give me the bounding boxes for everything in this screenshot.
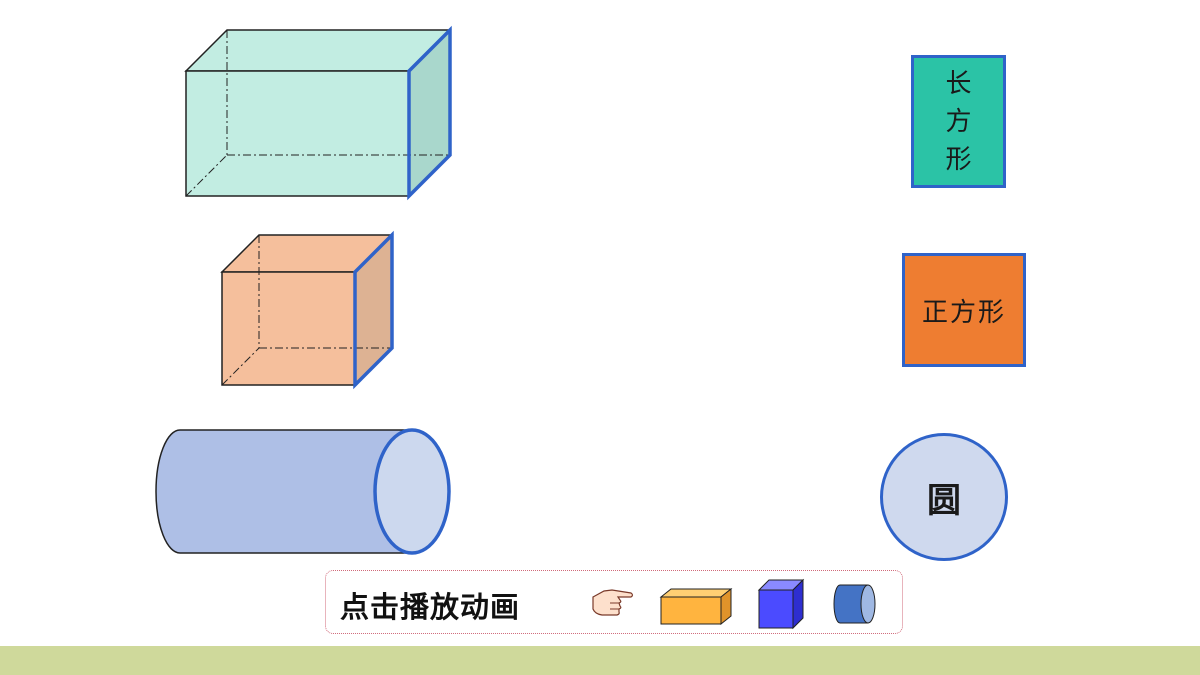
cylinder-icon[interactable] [832, 583, 878, 625]
cylinder-shape [155, 428, 451, 555]
circle-label-card: 圆 [880, 433, 1008, 561]
cuboid-icon[interactable] [659, 587, 735, 627]
rectangle-label-char-3: 形 [945, 144, 972, 175]
rectangle-label-char-1: 长 [945, 68, 972, 99]
circle-label-text: 圆 [927, 480, 961, 521]
square-label-card: 正方形 [902, 253, 1026, 367]
ground-strip [0, 646, 1200, 675]
cuboid-shape [184, 25, 452, 201]
rectangle-label-char-2: 方 [945, 106, 972, 137]
cube-icon[interactable] [757, 578, 805, 630]
cube-shape [220, 230, 394, 390]
square-label-text: 正方形 [921, 297, 1006, 328]
pointing-hand-icon[interactable] [590, 585, 634, 619]
rectangle-label-card: 长 方 形 [911, 55, 1006, 188]
play-animation-text: 点击播放动画 [340, 590, 521, 624]
animation-controls: 点击播放动画 [325, 570, 903, 634]
